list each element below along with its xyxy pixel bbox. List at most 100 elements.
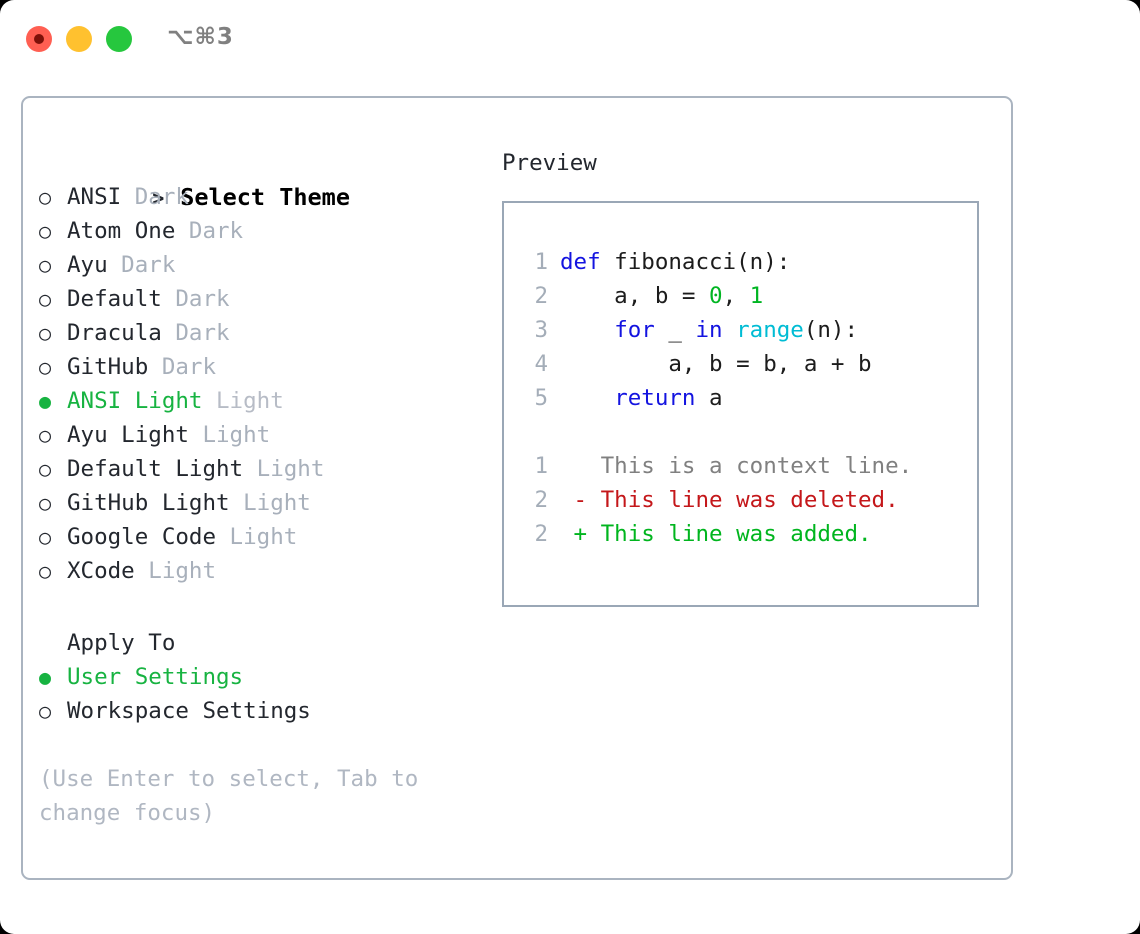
radio-selected-icon: ● xyxy=(39,389,52,413)
theme-variant-label: Light xyxy=(229,490,311,516)
radio-unselected-icon: ○ xyxy=(39,219,52,243)
code-token: in xyxy=(695,317,723,343)
diff-line: 2 - This line was deleted. xyxy=(518,483,968,517)
theme-list-item[interactable]: ○Ayu Light Light xyxy=(39,418,479,452)
theme-list-item[interactable]: ○Ayu Dark xyxy=(39,248,479,282)
apply-to-section: Apply To ● User Settings ○ Workspace Settin… xyxy=(39,626,479,728)
code-token: - This line was deleted. xyxy=(560,487,899,513)
radio-unselected-icon: ○ xyxy=(39,253,52,277)
code-token: return xyxy=(614,385,696,411)
preview-title: Preview xyxy=(502,150,597,176)
line-number: 1 xyxy=(534,453,548,479)
apply-to-item[interactable]: ● User Settings xyxy=(39,660,479,694)
theme-list-item[interactable]: ○ XCode Light xyxy=(39,554,479,588)
diff-line: 1 This is a context line. xyxy=(518,449,968,483)
code-token: , xyxy=(722,283,750,309)
maximize-button-icon[interactable] xyxy=(106,26,132,52)
recording-indicator-icon xyxy=(34,34,44,44)
radio-unselected-icon: ○ xyxy=(39,321,52,345)
apply-to-label: User Settings xyxy=(67,664,244,690)
apply-to-label: Workspace Settings xyxy=(67,698,311,724)
theme-list-item[interactable]: ●ANSI Light Light xyxy=(39,384,479,418)
theme-list-item[interactable]: ○ Atom One Dark xyxy=(39,214,479,248)
theme-list-item[interactable]: ○ Default Light Light xyxy=(39,452,479,486)
code-line: 3 for _ in range(n): xyxy=(518,313,968,347)
theme-name-label: Default Light xyxy=(67,456,244,482)
radio-unselected-icon: ○ xyxy=(39,491,52,515)
keyboard-hint-text: (Use Enter to select, Tab to change focu… xyxy=(39,766,432,826)
theme-list-item[interactable]: ○ANSI Dark xyxy=(39,180,479,214)
radio-unselected-icon: ○ xyxy=(39,355,52,379)
radio-unselected-icon: ○ xyxy=(39,699,52,723)
theme-name-label: Default xyxy=(67,286,162,312)
code-token: def xyxy=(560,249,601,275)
code-token: (n): xyxy=(803,317,859,343)
theme-name-label: ANSI xyxy=(67,184,122,210)
line-number: 2 xyxy=(534,521,548,547)
apply-to-item[interactable]: ○ Workspace Settings xyxy=(39,694,479,728)
code-token: 1 xyxy=(749,283,764,309)
radio-selected-icon: ● xyxy=(39,665,52,689)
code-token: fibonacci(n): xyxy=(600,249,791,275)
theme-name-label: Atom One xyxy=(67,218,176,244)
theme-list-item[interactable]: ○ Google Code Light xyxy=(39,520,479,554)
theme-picker-header: > Select Theme xyxy=(39,146,479,211)
prompt-caret-icon: > xyxy=(152,186,165,210)
theme-name-label: Google Code xyxy=(67,524,217,550)
radio-unselected-icon: ○ xyxy=(39,525,52,549)
theme-name-label: GitHub Light xyxy=(67,490,230,516)
code-line: 4 a, b = b, a + b xyxy=(518,347,968,381)
theme-variant-label: Light xyxy=(202,388,284,414)
line-number: 3 xyxy=(534,317,548,343)
theme-name-label: Ayu Light xyxy=(67,422,189,448)
theme-name-label: XCode xyxy=(67,558,135,584)
page-title: Select Theme xyxy=(180,183,350,211)
theme-list: ○ANSI Dark○Atom One Dark○Ayu Dark○Defaul… xyxy=(39,180,479,588)
theme-variant-label: Light xyxy=(134,558,217,584)
theme-variant-label: Dark xyxy=(161,286,230,312)
code-token xyxy=(560,317,614,343)
theme-name-label: Dracula xyxy=(67,320,162,346)
line-number: 2 xyxy=(534,283,548,309)
radio-unselected-icon: ○ xyxy=(39,559,52,583)
theme-list-item[interactable]: ○ GitHub Dark xyxy=(39,350,479,384)
code-line: 5 return a xyxy=(518,381,968,415)
line-number: 5 xyxy=(534,385,548,411)
theme-variant-label: Light xyxy=(216,524,298,550)
theme-variant-label: Dark xyxy=(175,218,244,244)
diff-line: 2 + This line was added. xyxy=(518,517,968,551)
theme-variant-label: Dark xyxy=(161,320,230,346)
theme-variant-label: Light xyxy=(243,456,325,482)
code-token: 0 xyxy=(709,283,723,309)
code-token: _ xyxy=(654,317,696,343)
code-token: + This line was added. xyxy=(560,521,872,547)
theme-name-label: Ayu xyxy=(67,252,108,278)
theme-list-item[interactable]: ○ GitHub Light Light xyxy=(39,486,479,520)
apply-to-title: Apply To xyxy=(67,630,176,656)
code-gap xyxy=(518,415,968,449)
code-token: range xyxy=(736,317,804,343)
radio-unselected-icon: ○ xyxy=(39,457,52,481)
theme-picker-column: >Select Theme ○ANSI Dark○Atom One Dark○A… xyxy=(39,146,479,830)
code-token xyxy=(723,317,737,343)
code-token: a, b = xyxy=(560,283,710,309)
theme-list-item[interactable]: ○ Dracula Dark xyxy=(39,316,479,350)
window-titlebar: ⌥⌘3 xyxy=(0,0,1140,78)
radio-unselected-icon: ○ xyxy=(39,185,52,209)
line-number: 2 xyxy=(534,487,548,513)
theme-list-item[interactable]: ○Default Dark xyxy=(39,282,479,316)
code-line: 2 a, b = 0, 1 xyxy=(518,279,968,313)
line-number: 4 xyxy=(534,351,548,377)
keyboard-shortcut-label: ⌥⌘3 xyxy=(167,24,234,50)
apply-to-list: ● User Settings ○ Workspace Settings xyxy=(39,660,479,728)
code-token xyxy=(560,385,614,411)
theme-name-label: GitHub xyxy=(67,354,149,380)
theme-variant-label: Light xyxy=(188,422,271,448)
theme-variant-label: Dark xyxy=(148,354,217,380)
minimize-button-icon[interactable] xyxy=(66,26,92,52)
